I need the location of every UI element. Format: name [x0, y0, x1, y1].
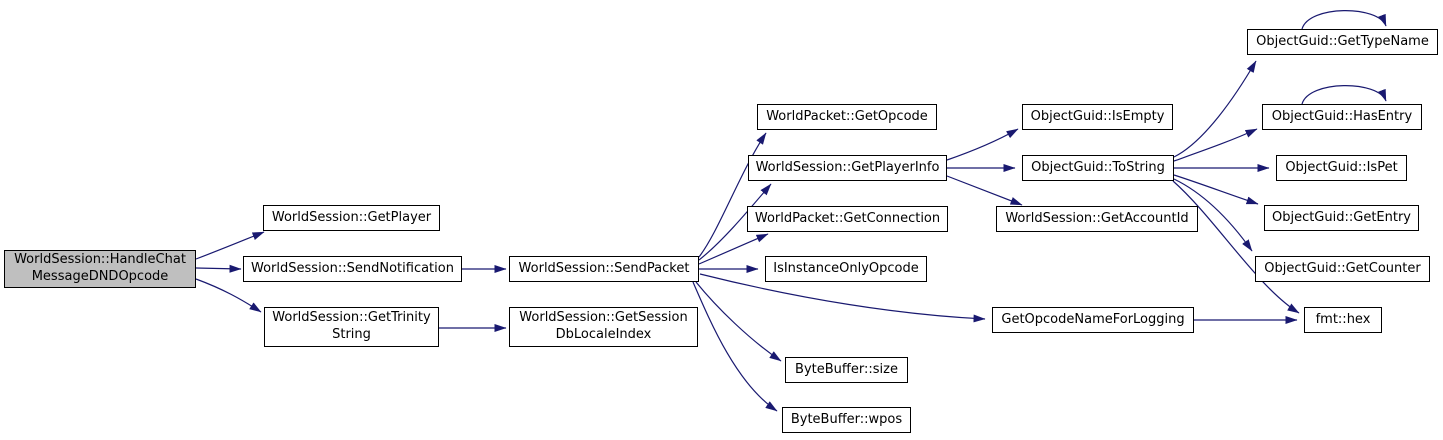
edge-get-type-name-to-get-type-name: [1301, 10, 1387, 30]
edge-get-player-info-to-get-account-id: [946, 175, 1023, 206]
edge-send-packet-to-bytebuffer-wpos: [692, 281, 778, 412]
edge-handle-chat-message-dnd-opcode-to-get-player: [195, 231, 265, 260]
node-get-connection[interactable]: WorldPacket::GetConnection: [747, 206, 948, 232]
node-get-player[interactable]: WorldSession::GetPlayer: [263, 205, 440, 231]
edge-to-string-to-has-entry: [1173, 128, 1258, 162]
node-get-type-name[interactable]: ObjectGuid::GetTypeName: [1247, 29, 1438, 55]
node-bytebuffer-size[interactable]: ByteBuffer::size: [785, 357, 908, 383]
node-is-instance-only-opcode[interactable]: IsInstanceOnlyOpcode: [765, 256, 927, 282]
edge-send-packet-to-bytebuffer-size: [695, 281, 782, 362]
node-get-player-info[interactable]: WorldSession::GetPlayerInfo: [748, 155, 947, 181]
node-is-pet[interactable]: ObjectGuid::IsPet: [1276, 155, 1407, 181]
node-has-entry[interactable]: ObjectGuid::HasEntry: [1262, 104, 1422, 130]
edge-handle-chat-message-dnd-opcode-to-send-notification: [195, 264, 242, 273]
node-send-notification[interactable]: WorldSession::SendNotification: [243, 256, 462, 282]
edge-to-string-to-get-counter: [1173, 178, 1253, 252]
edge-send-packet-to-world-packet-get-opcode: [698, 132, 767, 258]
node-get-counter[interactable]: ObjectGuid::GetCounter: [1255, 256, 1430, 282]
node-handle-chat-message-dnd-opcode: WorldSession::HandleChat MessageDNDOpcod…: [4, 250, 196, 288]
node-is-empty[interactable]: ObjectGuid::IsEmpty: [1022, 104, 1173, 130]
edge-has-entry-to-has-entry: [1301, 85, 1387, 105]
node-get-session-db-locale-index[interactable]: WorldSession::GetSession DbLocaleIndex: [509, 307, 698, 347]
edge-to-string-to-fmt-hex: [1172, 180, 1300, 314]
node-send-packet[interactable]: WorldSession::SendPacket: [509, 256, 699, 282]
edge-send-packet-to-get-opcode-name-for-logging: [699, 273, 986, 323]
node-get-account-id[interactable]: WorldSession::GetAccountId: [996, 206, 1198, 232]
node-get-entry[interactable]: ObjectGuid::GetEntry: [1264, 205, 1419, 231]
edge-handle-chat-message-dnd-opcode-to-get-trinity-string: [195, 278, 262, 313]
edge-to-string-to-get-type-name: [1173, 60, 1257, 158]
edge-get-player-info-to-is-empty: [946, 128, 1019, 161]
node-to-string[interactable]: ObjectGuid::ToString: [1022, 155, 1174, 181]
node-fmt-hex[interactable]: fmt::hex: [1304, 307, 1382, 333]
edge-to-string-to-get-entry: [1173, 174, 1259, 205]
edge-send-packet-to-get-player-info: [698, 183, 772, 261]
edge-send-packet-to-get-connection: [698, 233, 769, 265]
node-get-opcode-name-for-logging[interactable]: GetOpcodeNameForLogging: [992, 307, 1194, 333]
edge-group: [195, 10, 1387, 412]
node-get-trinity-string[interactable]: WorldSession::GetTrinity String: [264, 307, 439, 347]
node-world-packet-get-opcode[interactable]: WorldPacket::GetOpcode: [757, 104, 937, 130]
node-bytebuffer-wpos[interactable]: ByteBuffer::wpos: [782, 407, 911, 433]
